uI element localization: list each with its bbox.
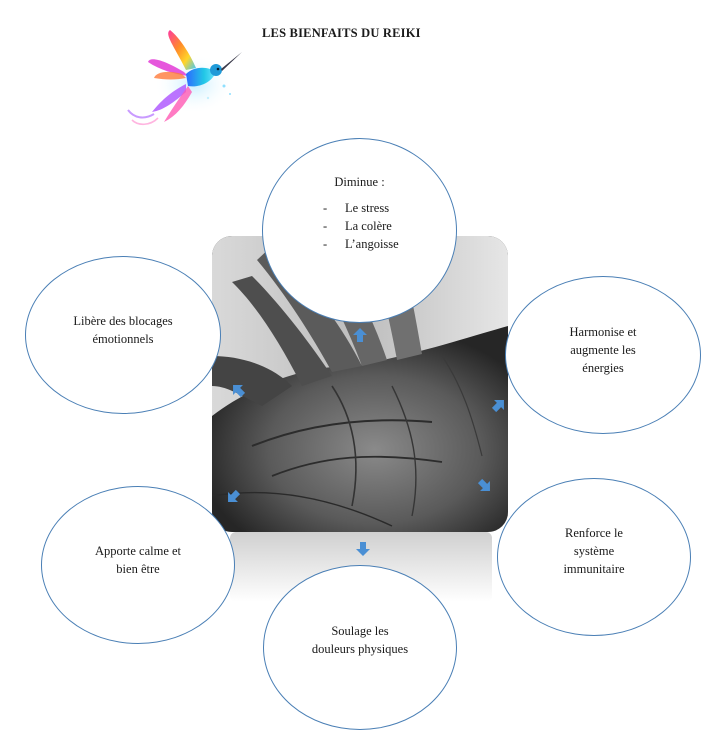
list-item: La colère xyxy=(323,217,399,235)
bubble-apporte-text: Apporte calme et bien être xyxy=(42,542,234,578)
arrow-down-left-icon xyxy=(228,489,241,502)
bubble-line: Renforce le xyxy=(565,526,623,540)
list-item: Le stress xyxy=(323,199,399,217)
bubble-apporte: Apporte calme et bien être xyxy=(41,486,235,644)
bubble-harmonise-text: Harmonise et augmente les énergies xyxy=(506,323,700,377)
page-title: LES BIENFAITS DU REIKI xyxy=(262,26,421,40)
arrow-down-icon xyxy=(356,542,370,556)
bubble-line: bien être xyxy=(116,562,160,576)
bubble-line: douleurs physiques xyxy=(311,642,409,656)
bubble-renforce: Renforce le système immunitaire xyxy=(497,478,691,636)
bubble-line: émotionnels xyxy=(92,332,154,346)
bubble-harmonise: Harmonise et augmente les énergies xyxy=(505,276,701,434)
bubble-line: Soulage les xyxy=(331,624,389,638)
bubble-soulage: Soulage les douleurs physiques xyxy=(263,565,457,730)
bubble-line: immunitaire xyxy=(563,562,625,576)
arrow-up-left-icon xyxy=(233,385,246,398)
bubble-line: Harmonise et xyxy=(569,325,637,339)
bubble-renforce-text: Renforce le système immunitaire xyxy=(498,524,690,578)
hummingbird-logo xyxy=(124,26,244,126)
list-item: L’angoisse xyxy=(323,235,399,253)
bubble-line: Apporte calme et xyxy=(94,544,182,558)
bubble-liberation-text: Libère des blocages émotionnels xyxy=(26,312,220,348)
bubble-diminue: Diminue : Le stress La colère L’angoisse xyxy=(262,138,457,323)
bubble-line: augmente les xyxy=(570,343,636,357)
hummingbird-icon xyxy=(127,30,242,126)
bubble-diminue-heading: Diminue : xyxy=(334,175,385,189)
bubble-line: Libère des blocages xyxy=(73,314,173,328)
arrow-down-right-icon xyxy=(477,478,490,491)
bubble-line: système xyxy=(573,544,615,558)
bubble-soulage-text: Soulage les douleurs physiques xyxy=(264,622,456,658)
bubble-diminue-list: Le stress La colère L’angoisse xyxy=(323,199,399,253)
arrow-up-icon xyxy=(353,328,367,342)
arrow-up-right-icon xyxy=(491,400,504,413)
bubble-line: énergies xyxy=(582,361,624,375)
bubble-liberation: Libère des blocages émotionnels xyxy=(25,256,221,414)
